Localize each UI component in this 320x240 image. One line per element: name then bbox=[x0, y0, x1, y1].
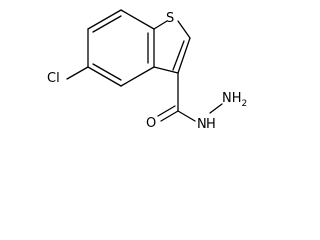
amino-subscript-2: 2 bbox=[242, 99, 248, 109]
bond-c7a-c7 bbox=[120, 9, 155, 30]
amino-nh2-atom-label: NH2 bbox=[222, 91, 247, 109]
bond-n-nh2 bbox=[209, 103, 223, 114]
bond-c4-c3a bbox=[120, 66, 155, 87]
bond-c5-c4 bbox=[87, 66, 122, 87]
amino-nh-text: NH bbox=[222, 91, 242, 106]
bond-carbonyl-o bbox=[160, 110, 179, 122]
hydrazide-nh-atom-label: N bbox=[197, 117, 207, 132]
bond-s-c2 bbox=[177, 20, 191, 39]
sulfur-atom-label: S bbox=[166, 11, 174, 26]
double-bond-c7-c6 bbox=[92, 15, 122, 33]
bond-c2-c3 bbox=[177, 37, 191, 74]
bond-carbonyl-n bbox=[177, 110, 196, 122]
bond-c3-c3a bbox=[153, 66, 179, 74]
oxygen-atom-label: O bbox=[146, 116, 156, 131]
bond-c7a-s bbox=[153, 20, 168, 30]
hydrazide-h-atom-label: H bbox=[206, 117, 216, 132]
double-bond-carbonyl-o bbox=[157, 105, 176, 117]
bond-c5-cl bbox=[66, 66, 89, 80]
benzothiophene-hydrazide-structure: S Cl O N H NH2 bbox=[47, 9, 247, 132]
chlorine-atom-label: Cl bbox=[47, 71, 60, 86]
double-bond-c5-c4 bbox=[92, 63, 122, 81]
double-bond-c2-c3 bbox=[172, 40, 185, 71]
bond-c7-c6 bbox=[87, 9, 122, 30]
